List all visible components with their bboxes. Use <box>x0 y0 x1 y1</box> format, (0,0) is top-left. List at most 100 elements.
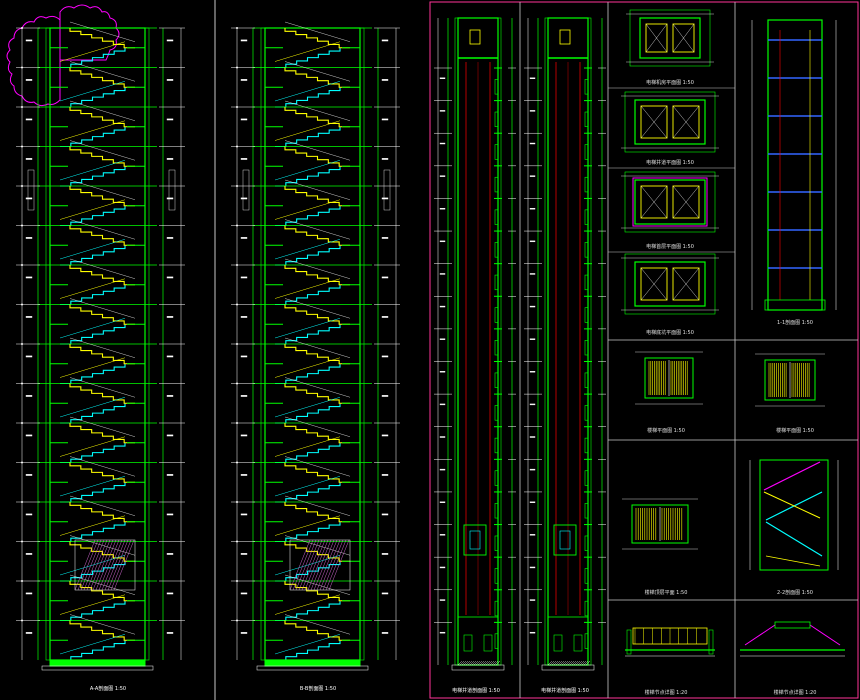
landing-block <box>774 621 811 629</box>
handrail <box>274 199 341 220</box>
landing-door <box>584 568 589 584</box>
stair-plan-a <box>644 357 694 399</box>
level-label <box>381 434 389 437</box>
level-label <box>439 240 446 243</box>
stair-flight-upper <box>284 304 350 325</box>
note-block-right <box>168 169 176 211</box>
hatch-line <box>292 539 314 591</box>
dim-node <box>21 501 23 503</box>
hatch-line <box>113 539 135 591</box>
stair-flight-upper <box>69 225 135 246</box>
stair-flight-upper <box>284 502 350 523</box>
stair-flight-lower <box>275 87 341 108</box>
stair-flight-upper <box>284 620 350 641</box>
level-label <box>240 79 248 81</box>
handrail <box>284 179 351 200</box>
handrail <box>59 120 126 141</box>
level-label <box>529 77 536 79</box>
handrail <box>274 278 341 299</box>
stair-flight-upper <box>69 502 135 523</box>
hatch-line <box>495 660 501 666</box>
car-x-left <box>645 23 668 53</box>
hatch-line <box>77 539 99 591</box>
handrail <box>274 476 341 497</box>
level-label <box>529 631 536 634</box>
stair-flight-lower <box>275 166 341 187</box>
hatch-line <box>289 539 311 591</box>
level-label <box>381 553 389 555</box>
dim-node <box>236 382 238 385</box>
level-label <box>529 338 536 340</box>
level-label <box>529 305 536 308</box>
shaft-plan <box>639 17 701 59</box>
handrail <box>274 120 341 141</box>
plan-outline <box>624 253 716 315</box>
hatch-line <box>98 539 120 591</box>
hatch-line <box>110 539 132 591</box>
stair-section-2 <box>231 21 400 671</box>
level-label <box>240 39 248 42</box>
level-label <box>25 474 33 476</box>
handrail <box>69 100 136 121</box>
handrail <box>284 337 351 358</box>
dim-node <box>21 580 23 582</box>
level-label <box>381 197 389 200</box>
buffer-right <box>573 634 583 652</box>
landing-door <box>494 405 499 421</box>
stair-flight-lower <box>275 47 341 69</box>
hatch-line <box>491 660 497 666</box>
stair-flight-lower <box>275 442 341 464</box>
level-label <box>25 553 33 555</box>
stair-flight-upper <box>284 383 350 404</box>
handrail <box>59 594 126 615</box>
car-x-right <box>672 105 700 139</box>
handrail <box>69 377 136 398</box>
level-label <box>25 592 33 595</box>
stair-flight-lower <box>60 284 126 306</box>
dim-node <box>21 224 23 227</box>
stair-flight-upper <box>284 265 350 286</box>
handrail <box>274 594 341 615</box>
buffer-right <box>483 634 493 652</box>
stair-flight-lower <box>275 561 341 582</box>
stair-flight-lower <box>275 205 341 227</box>
stair-flight-upper <box>69 67 135 88</box>
hatch-line <box>557 660 563 666</box>
dim-node <box>236 540 238 543</box>
stair-flight-lower <box>60 47 126 69</box>
hatch-line <box>457 660 463 666</box>
hatch-line <box>307 539 329 591</box>
level-label <box>166 592 174 595</box>
detail-panels <box>621 9 845 657</box>
stair-flight-upper <box>69 186 135 207</box>
level-label <box>240 474 248 476</box>
stair-flight-lower <box>60 482 126 503</box>
stair-flight-upper <box>284 107 350 128</box>
landing-door <box>584 405 589 421</box>
pit-slab <box>49 659 146 667</box>
handrail <box>69 574 136 595</box>
handrail <box>274 357 341 378</box>
buffer-left <box>553 634 563 652</box>
level-label <box>25 395 33 397</box>
landing-door <box>584 340 589 356</box>
dim-node <box>236 27 238 29</box>
hatch-line <box>319 539 341 591</box>
handrail <box>59 476 126 497</box>
landing-door <box>584 470 589 486</box>
handrail <box>69 337 136 358</box>
hatch-line <box>104 539 126 591</box>
stair-plan-c <box>631 504 689 544</box>
flight-base <box>765 555 821 567</box>
level-label <box>240 434 248 437</box>
handrail <box>59 199 126 220</box>
stair-flight-upper <box>284 28 350 49</box>
elevator-section-2 <box>524 17 606 671</box>
handrail <box>59 397 126 418</box>
handrail <box>69 614 136 635</box>
level-label <box>25 118 33 121</box>
stair-flight-upper <box>69 28 135 49</box>
hatch-line <box>304 539 326 591</box>
level-label <box>439 631 446 634</box>
